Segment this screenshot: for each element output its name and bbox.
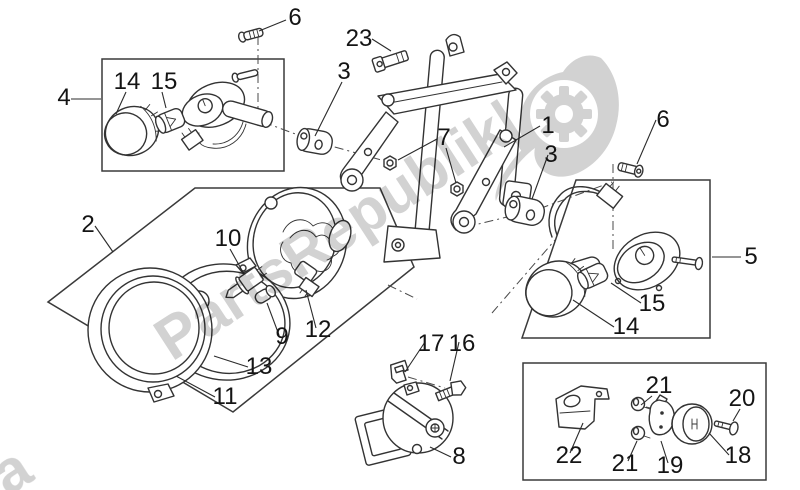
callout-3-top: 3: [337, 58, 350, 85]
screw-21-bottom: [630, 425, 651, 441]
nut-7a: [383, 155, 397, 171]
signal-bulb-left: [154, 107, 186, 134]
horn-group: [354, 359, 467, 466]
callout-18: 18: [725, 442, 752, 469]
callout-6-right: 6: [656, 106, 669, 133]
reflector-unit-12: [246, 186, 352, 300]
frame-left-foot: [383, 225, 441, 263]
callout-21-bottom: 21: [612, 450, 639, 477]
clip-17: [389, 359, 409, 384]
turn-signal-left: [103, 27, 274, 157]
callout-17: 17: [418, 330, 445, 357]
signal-housing-right: [613, 231, 681, 291]
watermark-layer: PartsRepublik| a: [0, 55, 619, 490]
bulb-10: [225, 266, 267, 299]
pilot-light-group: [555, 385, 739, 445]
nut-7b: [450, 181, 464, 197]
callout-16: 16: [449, 330, 476, 357]
cap-18: [671, 403, 713, 445]
watermark-text-partial: a: [0, 433, 44, 490]
turn-signal-right: [525, 181, 704, 318]
callout-10: 10: [215, 225, 242, 252]
screw-6-right: [617, 162, 644, 178]
signal-screw-icon: [231, 69, 259, 83]
screw-21-top: [630, 396, 651, 412]
group-box-pilot-light: [522, 362, 767, 481]
callout-21-top: 21: [646, 372, 673, 399]
headlight-assembly: [87, 186, 352, 403]
callout-15-left: 15: [151, 68, 178, 95]
signal-connector-right: [596, 181, 624, 209]
bushing-3-right: [504, 195, 545, 226]
signal-screw-right: [671, 256, 704, 271]
screw-20: [713, 420, 739, 436]
callout-7: 7: [437, 124, 450, 151]
bolt-23: [371, 50, 409, 73]
screw-6-top: [237, 27, 264, 43]
callout-8: 8: [452, 443, 465, 470]
callout-6-top: 6: [288, 4, 301, 31]
callout-22: 22: [556, 442, 583, 469]
gear-icon: [536, 86, 592, 142]
callout-11: 11: [213, 383, 238, 410]
callout-14-left: 14: [114, 68, 141, 95]
bulb-9: [254, 284, 276, 304]
headlight-ring-11: [87, 267, 213, 403]
signal-stalk-left: [221, 100, 274, 129]
partsrepublik-gear-logo-icon: [495, 55, 619, 201]
signal-bulb-right: [576, 262, 609, 290]
callout-20: 20: [729, 385, 756, 412]
callout-19: 19: [657, 452, 684, 479]
callout-23: 23: [346, 25, 373, 52]
headlight-support-frame: [339, 33, 532, 263]
callout-labels: 6 23 3 4 14 15 1 7 6 3 2 10 5 15 14 9 12…: [57, 4, 757, 479]
bushing-3-left: [296, 127, 333, 155]
signal-connector-left: [180, 127, 204, 151]
frame-cross-plate: [377, 73, 517, 115]
callout-15-right: 15: [639, 290, 666, 317]
support-19: [648, 399, 675, 436]
reflector-wiring: [280, 219, 341, 275]
callout-12: 12: [305, 316, 332, 343]
callout-5: 5: [744, 243, 757, 270]
callout-9: 9: [275, 323, 288, 350]
callout-4: 4: [57, 84, 70, 111]
callout-2: 2: [81, 211, 94, 238]
group-box-4: [101, 58, 285, 172]
callout-13: 13: [246, 353, 273, 380]
signal-wire-right: [548, 186, 608, 238]
frame-right-ear: [493, 61, 518, 85]
callout-14-right: 14: [613, 313, 640, 340]
screw-16: [434, 380, 467, 402]
